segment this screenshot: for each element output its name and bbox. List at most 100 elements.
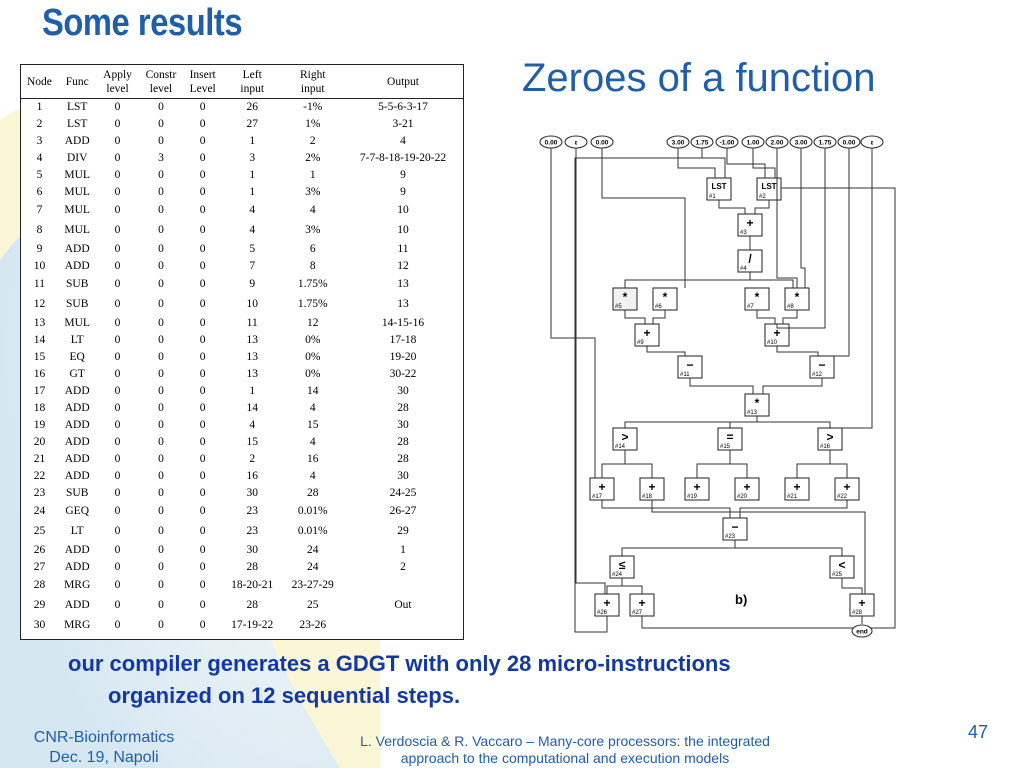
table-cell: 0 <box>158 333 164 346</box>
table-cell: 0 <box>199 418 206 431</box>
table-cell: 0 <box>158 435 164 448</box>
table-cell: 0 <box>158 599 164 611</box>
table-cell: 1 <box>249 168 256 181</box>
node-1: LST#1 <box>706 177 732 201</box>
node-24: ≤#24 <box>609 555 635 579</box>
node-28: +#28 <box>849 593 875 617</box>
table-cell: 28 <box>33 579 46 591</box>
table-cell: 0 <box>158 298 164 310</box>
table-cell <box>343 576 463 596</box>
table-cell: 4 <box>309 401 316 414</box>
node-4: /#4 <box>737 249 763 273</box>
table-cell: 30 <box>397 384 409 397</box>
table-cell: 0% <box>305 367 321 380</box>
node-id: #16 <box>820 444 831 450</box>
table-cell: 0 <box>114 367 121 380</box>
edge <box>756 310 776 324</box>
table-cell: 4 <box>400 134 406 147</box>
node-id: #20 <box>737 494 748 500</box>
table-cell: 23 <box>246 505 258 517</box>
table-cell: MRG <box>64 579 91 591</box>
node-3: +#3 <box>737 213 763 237</box>
input-node: -1.00 <box>715 135 739 149</box>
node-op: + <box>746 216 753 230</box>
table-cell: 0 <box>114 619 121 631</box>
table-cell: 0 <box>199 452 206 465</box>
table-cell: 15 <box>306 418 319 431</box>
table-cell: 24 <box>306 560 319 573</box>
input-node: 1.75 <box>813 135 837 149</box>
table-cell: MRG <box>64 619 91 631</box>
node-id: #23 <box>725 534 736 540</box>
table-cell: 0 <box>158 543 164 556</box>
caption-line-2: organized on 12 sequential steps. <box>108 683 461 708</box>
table-cell: 13 <box>246 367 258 380</box>
table-cell: 0 <box>114 505 121 517</box>
table-cell: 13 <box>246 333 258 346</box>
table-cell: 28 <box>397 401 409 414</box>
header-node: Node <box>21 65 58 99</box>
edge <box>677 148 716 178</box>
table-cell: 28 <box>246 560 258 573</box>
node-op: ≤ <box>619 558 626 572</box>
input-label: -1.00 <box>720 140 735 147</box>
table-cell: MUL <box>64 316 90 329</box>
node-id: #15 <box>720 444 731 450</box>
table-cell: 30 <box>33 619 46 631</box>
table-cell: 0 <box>114 452 121 465</box>
edge <box>734 540 843 556</box>
table-cell: ADD <box>64 560 90 573</box>
input-label: 0.00 <box>545 140 558 147</box>
edge <box>729 416 758 428</box>
edge <box>756 416 831 428</box>
table-cell: 3% <box>305 224 321 236</box>
input-node: 1.00 <box>741 135 765 149</box>
table-cell: 0 <box>199 259 206 272</box>
table-cell: 5-5-6-3-17 <box>378 100 428 113</box>
table-cell: 2 <box>36 117 43 130</box>
input-node: 3.00 <box>666 135 690 149</box>
table-cell: 7 <box>36 204 43 216</box>
table-cell: 2% <box>305 151 321 164</box>
edge <box>762 378 823 394</box>
node-id: #6 <box>655 304 662 310</box>
table-cell: 0 <box>199 316 206 329</box>
table-cell: 0 <box>114 151 121 164</box>
table-cell: 15 <box>246 435 258 448</box>
node-op: * <box>623 290 628 304</box>
table-cell: 0 <box>158 505 164 517</box>
end-label: end <box>856 629 868 636</box>
edge <box>641 187 896 629</box>
footer-citation-line-1: L. Verdoscia & R. Vaccaro – Many-core pr… <box>360 733 770 749</box>
table-cell: ADD <box>64 452 90 465</box>
table-cell: 0 <box>158 525 164 537</box>
table-cell: 0 <box>158 117 164 130</box>
table-cell: 0 <box>114 278 121 290</box>
table-cell: ADD <box>64 259 90 272</box>
table-cell: 4 <box>309 469 316 482</box>
table-cell: 19-20 <box>389 350 417 363</box>
node-op: = <box>726 430 733 444</box>
edge <box>835 148 873 429</box>
node-17: +#17 <box>589 477 615 501</box>
table-cell: 0 <box>199 384 206 397</box>
input-label: 1.75 <box>696 140 709 147</box>
table-cell: 14 <box>246 401 258 414</box>
table-cell: 17-18 <box>389 333 417 346</box>
table-cell: 1 <box>36 100 43 113</box>
node-op: * <box>755 290 760 304</box>
table-cell: 0 <box>199 350 206 363</box>
table-cell: 0 <box>199 579 206 591</box>
table-cell: 1.75% <box>297 298 328 310</box>
table-cell: 4 <box>249 204 256 216</box>
table-cell: 0 <box>199 151 206 164</box>
table-cell: 0 <box>114 298 121 310</box>
